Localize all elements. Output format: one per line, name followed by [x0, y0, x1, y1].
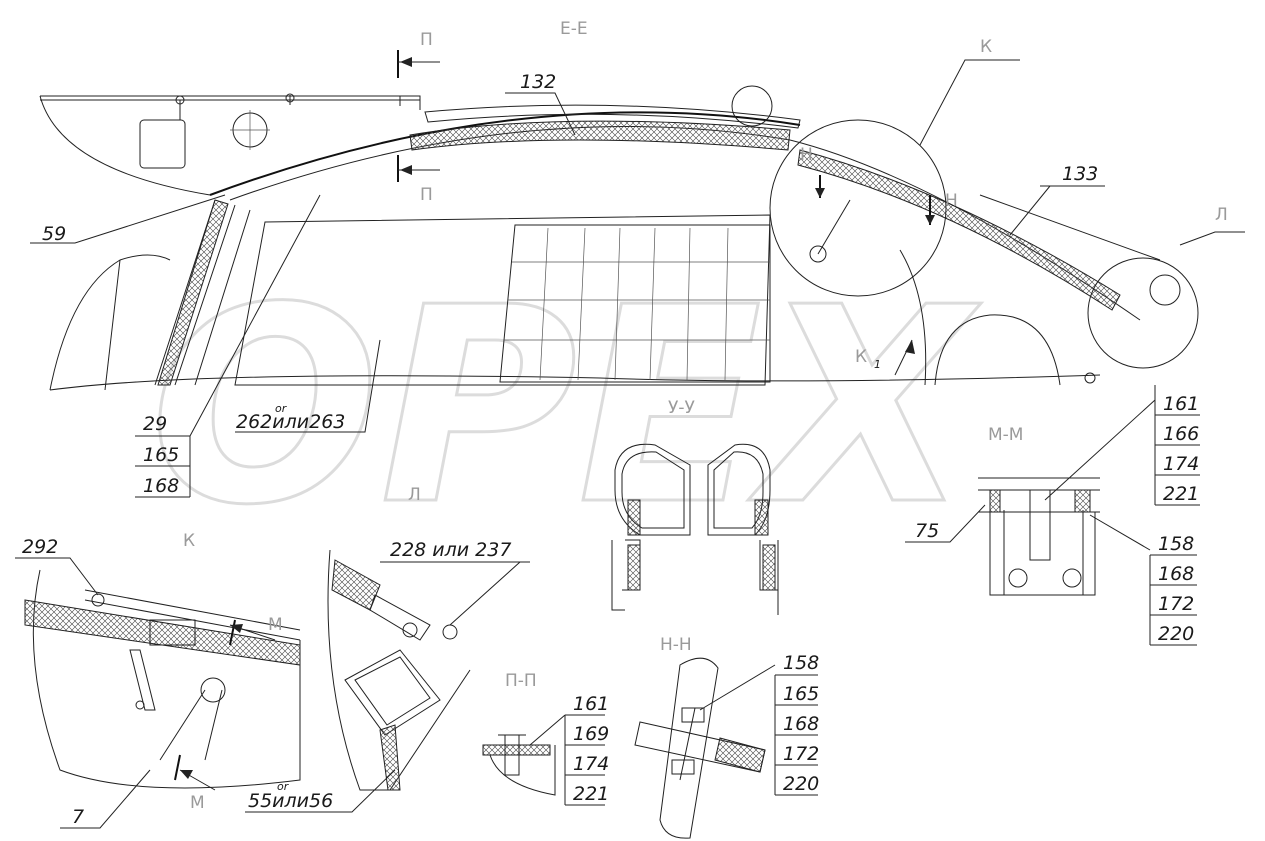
table-mm-upper: 161 166 174 221 [1154, 385, 1200, 506]
section-e-e: Е-Е [560, 19, 588, 39]
tbl-mmu-1: 166 [1163, 423, 1199, 445]
callout-262: 262или263 [236, 411, 345, 433]
detail-circle-l: Л [1087, 205, 1245, 369]
label-p-p: П-П [505, 671, 537, 691]
section-p-p: П-П 161 169 174 221 [482, 671, 609, 806]
detail-circle-k: К Н Н [769, 37, 1020, 297]
callout-59: 59 [42, 223, 66, 245]
callout-262-or: or [275, 402, 288, 415]
label-u-u: У-У [668, 398, 695, 418]
section-n-n: Н-Н 158 165 168 172 220 [634, 635, 819, 839]
tbl-mmu-2: 174 [1163, 453, 1199, 475]
tbl-nn-1: 165 [783, 683, 819, 705]
callout-228: 228 или 237 [390, 539, 511, 561]
callout-133: 133 [1062, 163, 1098, 185]
tbl-pp-2: 174 [573, 753, 609, 775]
tbl-mmu-3: 221 [1163, 483, 1199, 505]
section-m-top: М [268, 615, 283, 635]
tbl-nn-0: 158 [783, 652, 819, 674]
label-k-detail: К [183, 531, 195, 551]
tbl-nn-2: 168 [783, 713, 819, 735]
section-u-u: У-У [611, 398, 779, 615]
main-section-view: П П Е-Е К 1 [39, 19, 1161, 391]
section-m-m: М-М 75 [905, 399, 1156, 596]
tbl-left-0: 29 [143, 413, 167, 435]
detail-k-view: К М М 292 7 [15, 531, 301, 829]
label-n-n: Н-Н [660, 635, 692, 655]
tbl-mml-1: 168 [1158, 563, 1194, 585]
section-n-right: Н [945, 191, 958, 211]
label-l: Л [1215, 205, 1228, 225]
tbl-left-2: 168 [143, 475, 179, 497]
label-m-m: М-М [988, 425, 1023, 445]
callout-55: 55или56 [248, 790, 333, 812]
callouts-main: 132 133 59 or 262или263 [30, 71, 1105, 433]
section-k1: К [855, 347, 867, 367]
tbl-mml-3: 220 [1158, 623, 1194, 645]
section-m-bottom: М [190, 793, 205, 813]
tbl-nn-4: 220 [783, 773, 819, 795]
section-n-left: Н [800, 145, 813, 165]
tbl-left-1: 165 [143, 444, 179, 466]
tbl-pp-3: 221 [573, 783, 609, 805]
watermark-text: ОРЕХ [150, 249, 981, 564]
table-left: 29 165 168 [135, 194, 321, 498]
label-k: К [980, 37, 992, 57]
tbl-mmu-0: 161 [1163, 393, 1199, 415]
watermark: ОРЕХ [149, 248, 983, 566]
tbl-mml-2: 172 [1158, 593, 1194, 615]
svg-text:1: 1 [874, 358, 881, 371]
table-mm-lower: 158 168 172 220 [1149, 533, 1197, 646]
label-l-detail: Л [408, 485, 421, 505]
detail-l-view: Л 228 или 237 or 55или56 [245, 485, 530, 813]
tbl-pp-1: 169 [573, 723, 609, 745]
callout-292: 292 [22, 536, 58, 558]
callout-75: 75 [915, 520, 939, 542]
callout-7: 7 [72, 806, 84, 828]
callout-132: 132 [520, 71, 556, 93]
tbl-nn-3: 172 [783, 743, 819, 765]
tbl-mml-0: 158 [1158, 533, 1194, 555]
section-p-top: П [420, 30, 433, 50]
callout-55-or: or [277, 780, 290, 793]
section-p-mid: П [420, 185, 433, 205]
tbl-pp-0: 161 [573, 693, 609, 715]
